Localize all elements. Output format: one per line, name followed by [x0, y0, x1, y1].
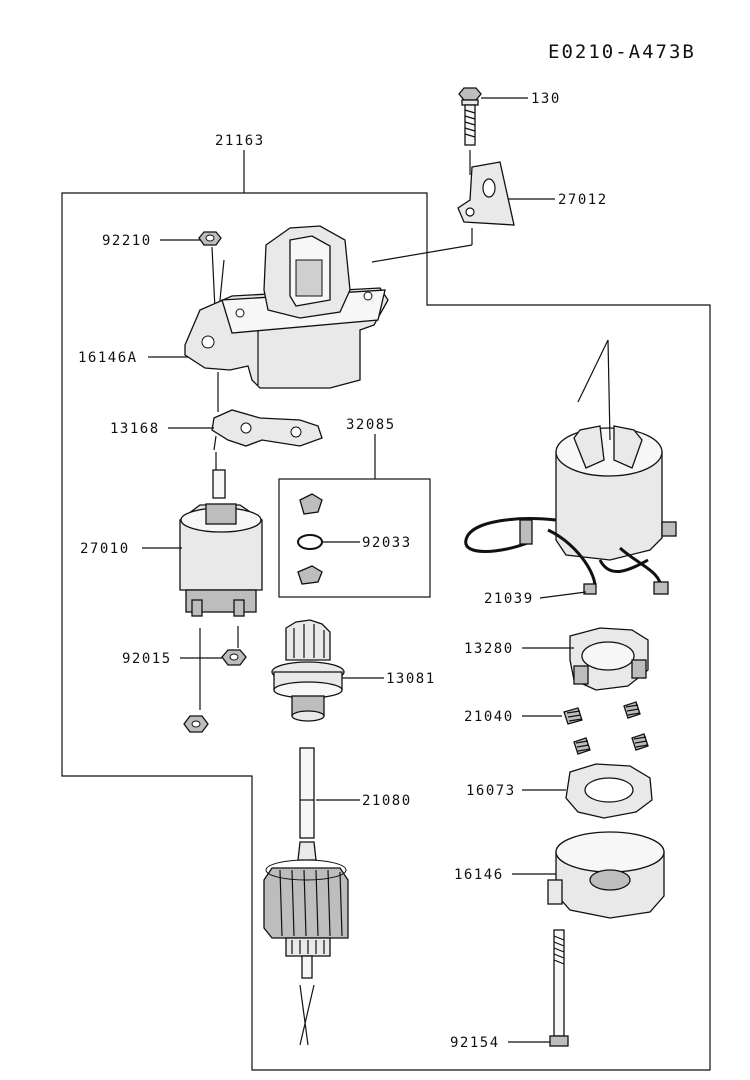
callout-32085: 32085 — [346, 417, 396, 433]
leader-27012-to-housing — [371, 244, 473, 263]
subkit-box-32085 — [278, 478, 431, 598]
leader-21080-axis-b — [299, 984, 315, 1046]
callout-21040: 21040 — [464, 709, 514, 725]
lever-13168-icon — [211, 409, 323, 451]
rear-cover-16146-icon — [547, 831, 665, 919]
bracket-27012-icon — [457, 161, 515, 226]
callout-27012: 27012 — [558, 192, 608, 208]
callout-92210: 92210 — [102, 233, 152, 249]
callout-21080: 21080 — [362, 793, 412, 809]
bolt-130-icon — [458, 87, 482, 146]
callout-16073: 16073 — [466, 783, 516, 799]
callout-27010: 27010 — [80, 541, 130, 557]
leader-21039-axis-a — [577, 339, 609, 403]
diagram-code: E0210-A473B — [548, 41, 696, 63]
callout-16146a: 16146A — [78, 350, 138, 366]
springs-21040-icon — [563, 701, 649, 755]
nut-92015-icon — [183, 649, 247, 733]
brush-holder-13280-icon — [569, 627, 649, 691]
callout-21163: 21163 — [215, 133, 265, 149]
callout-21039: 21039 — [484, 591, 534, 607]
callout-130: 130 — [531, 91, 561, 107]
pinion-13081-icon — [271, 619, 345, 722]
callout-92033: 92033 — [362, 535, 412, 551]
callout-92015: 92015 — [122, 651, 172, 667]
plate-16073-icon — [565, 763, 653, 819]
front-housing-16146a-icon — [184, 225, 389, 389]
bolt-92154-icon — [549, 929, 569, 1047]
nut-92210-icon — [198, 231, 222, 246]
contact-kit-32085-icon — [297, 493, 323, 585]
leader-21039 — [539, 591, 587, 599]
assembly-boundary — [61, 192, 711, 1071]
yoke-21039-icon — [464, 425, 677, 595]
solenoid-27010-icon — [179, 469, 263, 617]
callout-13168: 13168 — [110, 421, 160, 437]
callout-92154: 92154 — [450, 1035, 500, 1051]
callout-13081: 13081 — [386, 671, 436, 687]
leader-21039-axis-b — [607, 339, 611, 441]
leader-21080-axis-a — [299, 984, 309, 1046]
callout-16146: 16146 — [454, 867, 504, 883]
callout-13280: 13280 — [464, 641, 514, 657]
armature-21080-icon — [263, 747, 349, 979]
